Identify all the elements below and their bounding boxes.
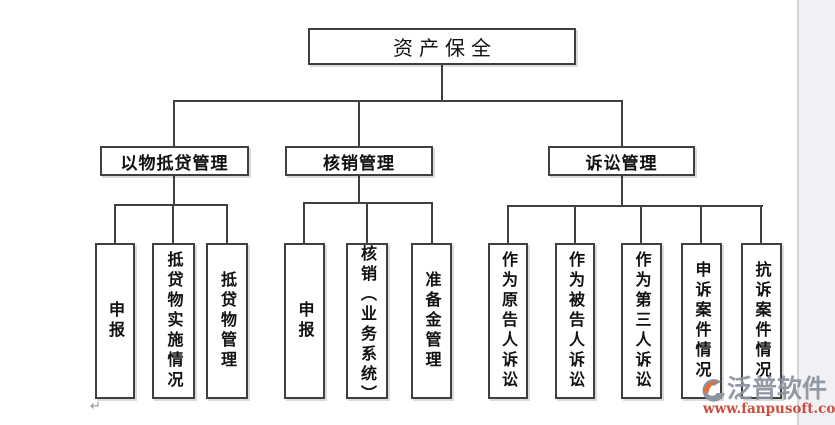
connector-main-horizontal — [173, 100, 623, 102]
connector-root-stem — [441, 65, 443, 101]
connector-drop-leaf-2-2 — [640, 205, 642, 243]
node-leaf-declaration-1: 申报 — [95, 243, 135, 399]
connector-branch1-horizontal — [303, 202, 433, 204]
connector-drop-leaf-2-0 — [507, 205, 509, 243]
node-branch-writeoff-management: 核销管理 — [285, 146, 433, 176]
node-leaf-plaintiff-litigation: 作为原告人诉讼 — [488, 243, 528, 399]
connector-drop-branch-1 — [358, 100, 360, 146]
connector-branch2-stem — [621, 176, 623, 207]
node-leaf-collateral-admin: 抵贷物管理 — [206, 243, 248, 399]
node-leaf-reserve-management: 准备金管理 — [411, 243, 452, 399]
connector-drop-leaf-2-4 — [760, 205, 762, 243]
node-branch-litigation-management: 诉讼管理 — [548, 146, 695, 176]
connector-drop-leaf-2-3 — [700, 205, 702, 243]
watermark: 泛普软件 www.fanpusoft.com — [699, 373, 835, 419]
connector-drop-branch-2 — [621, 100, 623, 146]
connector-drop-leaf-0-1 — [172, 204, 174, 243]
connector-drop-leaf-2-1 — [574, 205, 576, 243]
connector-drop-branch-0 — [173, 100, 175, 146]
node-leaf-writeoff-business-system: 核销（业务系统） — [346, 243, 388, 405]
connector-branch2-horizontal — [507, 205, 763, 207]
connector-branch1-stem — [358, 176, 360, 204]
connector-drop-leaf-0-0 — [114, 204, 116, 243]
node-branch-collateral-management: 以物抵贷管理 — [100, 146, 249, 176]
connector-branch0-stem — [173, 176, 175, 206]
connector-drop-leaf-0-2 — [226, 204, 228, 243]
node-root: 资产保全 — [308, 28, 576, 65]
watermark-url-text: www.fanpusoft.com — [703, 401, 835, 417]
node-leaf-third-party-litigation: 作为第三人诉讼 — [621, 243, 662, 399]
watermark-brand-text: 泛普软件 — [727, 374, 828, 403]
node-leaf-protest-case-status: 抗诉案件情况 — [741, 243, 782, 399]
connector-drop-leaf-1-2 — [431, 202, 433, 243]
node-leaf-appeal-case-status: 申诉案件情况 — [681, 243, 722, 399]
fanpusoft-logo-icon — [702, 379, 725, 402]
connector-branch0-horizontal — [114, 204, 228, 206]
page-margin-strip — [797, 0, 835, 425]
node-leaf-collateral-implementation: 抵贷物实施情况 — [152, 243, 195, 399]
node-leaf-declaration-2: 申报 — [284, 243, 325, 399]
paragraph-mark: ↵ — [90, 399, 101, 414]
node-leaf-defendant-litigation: 作为被告人诉讼 — [555, 243, 595, 399]
connector-drop-leaf-1-1 — [366, 202, 368, 243]
connector-drop-leaf-1-0 — [303, 202, 305, 243]
